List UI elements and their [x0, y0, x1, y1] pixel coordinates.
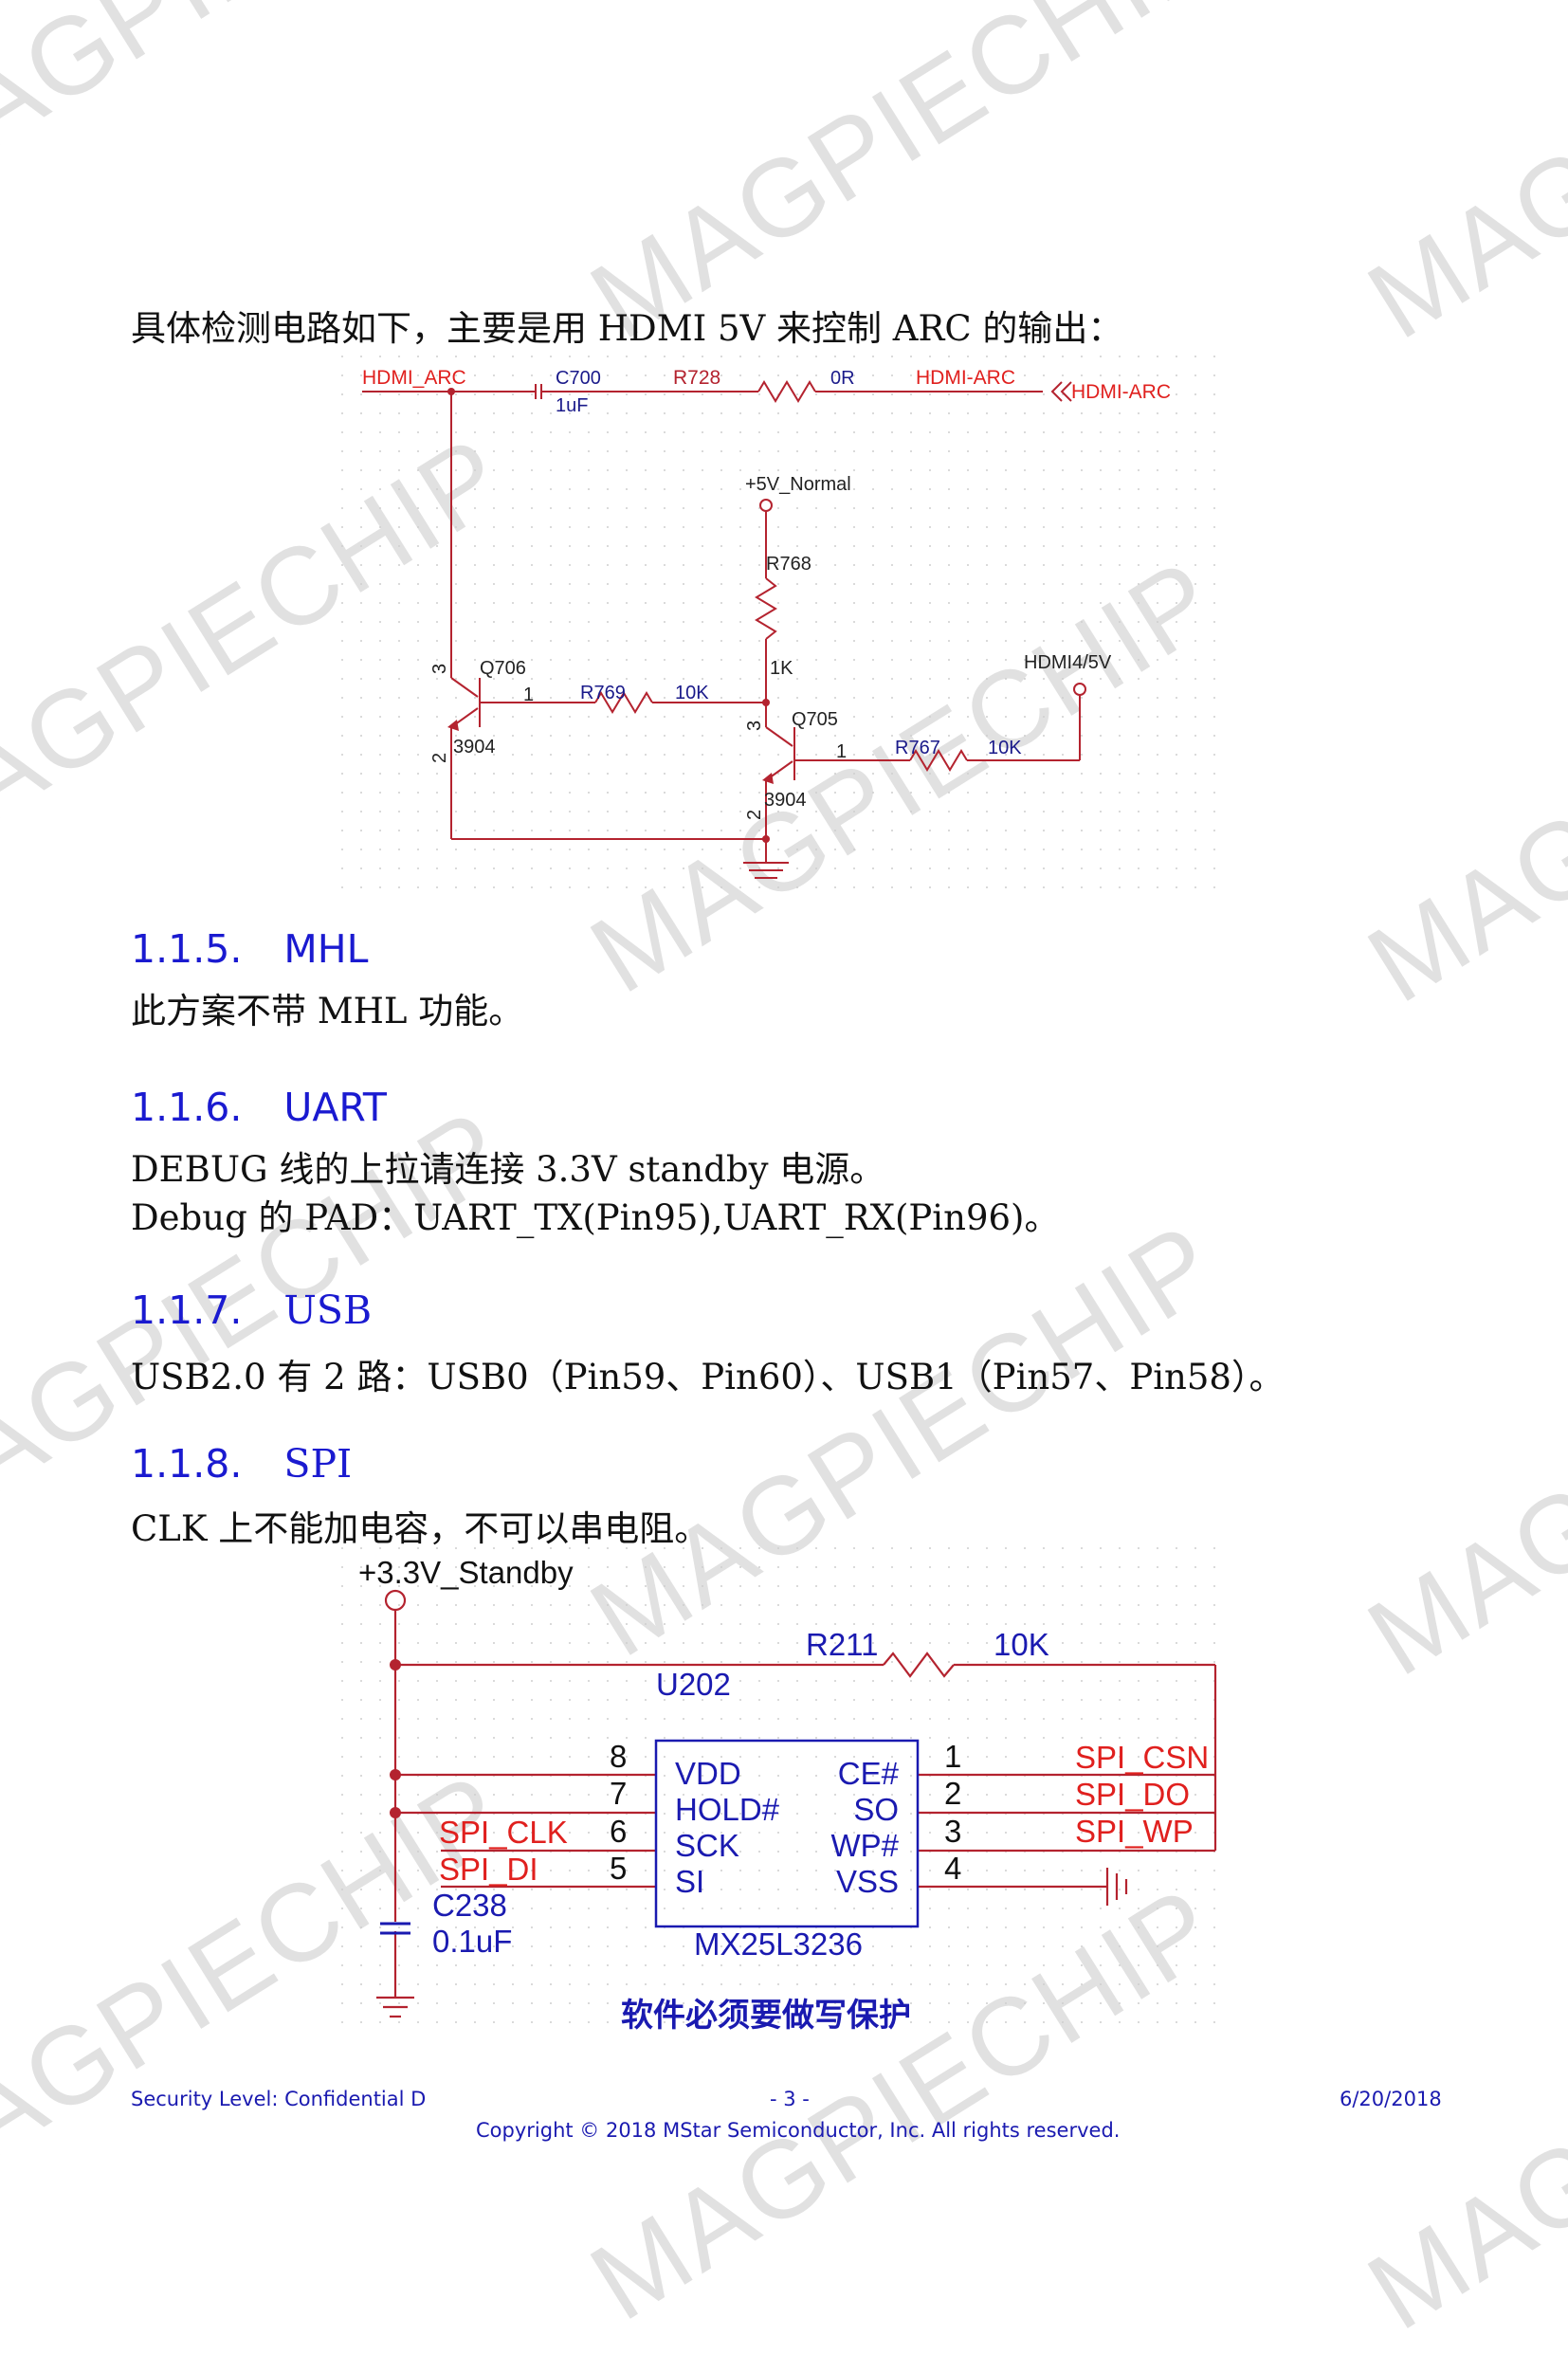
section-heading-spi: 1.1.8. SPI: [131, 1441, 352, 1487]
label-q705-pin1: 1: [836, 741, 847, 762]
section-title: UART: [283, 1085, 387, 1130]
label-3v3-standby: +3.3V_Standby: [358, 1555, 574, 1590]
label-u202: U202: [656, 1667, 731, 1702]
label-r767: R767: [895, 738, 940, 758]
label-r728: R728: [673, 367, 720, 389]
intro-text: 具体检测电路如下，主要是用 HDMI 5V 来控制 ARC 的输出：: [131, 308, 1123, 349]
label-spi-do: SPI_DO: [1075, 1777, 1190, 1812]
label-q705-pin3: 3: [744, 721, 765, 731]
watermark: MAGPIECHIP: [1347, 1218, 1568, 1699]
section-heading-uart: 1.1.6. UART: [131, 1085, 387, 1130]
footer-page-number: - 3 -: [770, 2088, 810, 2110]
label-5v-normal: +5V_Normal: [745, 474, 851, 495]
label-pin5: 5: [610, 1851, 627, 1886]
label-so: SO: [853, 1792, 899, 1827]
label-q706-pin3: 3: [429, 664, 450, 674]
label-vss: VSS: [836, 1864, 899, 1899]
label-spi-di: SPI_DI: [439, 1852, 538, 1887]
label-part: MX25L3236: [694, 1926, 863, 1962]
label-hdmi4-5v: HDMI4/5V: [1024, 652, 1112, 673]
label-r728-val: 0R: [830, 368, 855, 389]
spi-text: CLK 上不能加电容，不可以串电阻。: [131, 1508, 710, 1549]
label-r768: R768: [766, 554, 811, 575]
footer-security-level: Security Level: Confidential D: [131, 2088, 427, 2110]
label-pin3: 3: [944, 1814, 961, 1849]
label-pin7: 7: [610, 1776, 627, 1811]
label-q705: Q705: [792, 709, 838, 730]
footer-date: 6/20/2018: [1340, 2088, 1442, 2110]
label-pin2: 2: [944, 1776, 961, 1811]
label-pin1: 1: [944, 1739, 961, 1774]
section-number: 1.1.5.: [131, 926, 243, 972]
spi-flash-schematic: +3.3V_Standby 8 7 6 5 1 2 3 4 R211 10K U…: [341, 1547, 1228, 2040]
label-write-protect-note: 软件必须要做写保护: [621, 1997, 911, 2035]
label-q706-type: 3904: [453, 737, 496, 758]
label-r767-val: 10K: [988, 738, 1022, 758]
label-r769: R769: [580, 683, 626, 703]
mhl-text: 此方案不带 MHL 功能。: [131, 991, 524, 1031]
watermark: MAGPIECHIP: [1347, 0, 1568, 362]
section-title: MHL: [283, 926, 369, 972]
label-vdd: VDD: [675, 1756, 741, 1791]
label-hold: HOLD#: [675, 1792, 780, 1827]
usb-text: USB2.0 有 2 路：USB0（Pin59、Pin60）、USB1（Pin5…: [131, 1357, 1285, 1397]
label-hdmi-arc-left: HDMI_ARC: [362, 367, 466, 389]
label-hdmi-arc-net: HDMI-ARC: [916, 367, 1015, 389]
label-r768-val: 1K: [770, 658, 793, 679]
label-pin4: 4: [944, 1851, 961, 1886]
footer-copyright: Copyright © 2018 MStar Semiconductor, In…: [476, 2119, 1121, 2142]
section-heading-usb: 1.1.7. USB: [131, 1287, 372, 1333]
label-pin8: 8: [610, 1739, 627, 1774]
uart-text-line-2: Debug 的 PAD：UART_TX(Pin95),UART_RX(Pin96…: [131, 1197, 1060, 1238]
section-number: 1.1.7.: [131, 1287, 243, 1333]
uart-text-line-1: DEBUG 线的上拉请连接 3.3V standby 电源。: [131, 1149, 885, 1190]
section-number: 1.1.6.: [131, 1085, 243, 1130]
label-si: SI: [675, 1864, 704, 1899]
label-q706: Q706: [480, 658, 526, 679]
label-c238-val: 0.1uF: [432, 1924, 512, 1959]
label-sck: SCK: [675, 1828, 739, 1863]
label-r211-val: 10K: [994, 1627, 1049, 1662]
arc-detect-schematic: HDMI_ARC R728 HDMI-ARC HDMI-ARC C700 1uF…: [341, 356, 1223, 896]
label-spi-csn: SPI_CSN: [1075, 1740, 1209, 1775]
label-q706-pin1: 1: [523, 685, 534, 705]
label-ce: CE#: [838, 1756, 900, 1791]
label-c700-val: 1uF: [556, 395, 588, 416]
label-c238: C238: [432, 1888, 507, 1923]
label-r211: R211: [806, 1627, 878, 1662]
section-title: SPI: [283, 1441, 353, 1487]
label-q705-pin2: 2: [744, 810, 765, 820]
watermark: MAGPIECHIP: [0, 0, 527, 222]
label-r769-val: 10K: [675, 683, 709, 703]
label-wp: WP#: [830, 1828, 899, 1863]
label-q706-pin2: 2: [429, 753, 450, 763]
section-heading-mhl: 1.1.5. MHL: [131, 926, 368, 972]
label-hdmi-arc-port: HDMI-ARC: [1071, 381, 1171, 403]
watermark: MAGPIECHIP: [1347, 1872, 1568, 2353]
label-q705-type: 3904: [764, 790, 807, 811]
section-title: USB: [283, 1287, 373, 1333]
label-pin6: 6: [610, 1814, 627, 1849]
label-spi-clk: SPI_CLK: [439, 1815, 568, 1850]
section-number: 1.1.8.: [131, 1441, 243, 1487]
watermark: MAGPIECHIP: [1347, 545, 1568, 1026]
label-c700: C700: [556, 368, 601, 389]
label-spi-wp: SPI_WP: [1075, 1814, 1194, 1849]
